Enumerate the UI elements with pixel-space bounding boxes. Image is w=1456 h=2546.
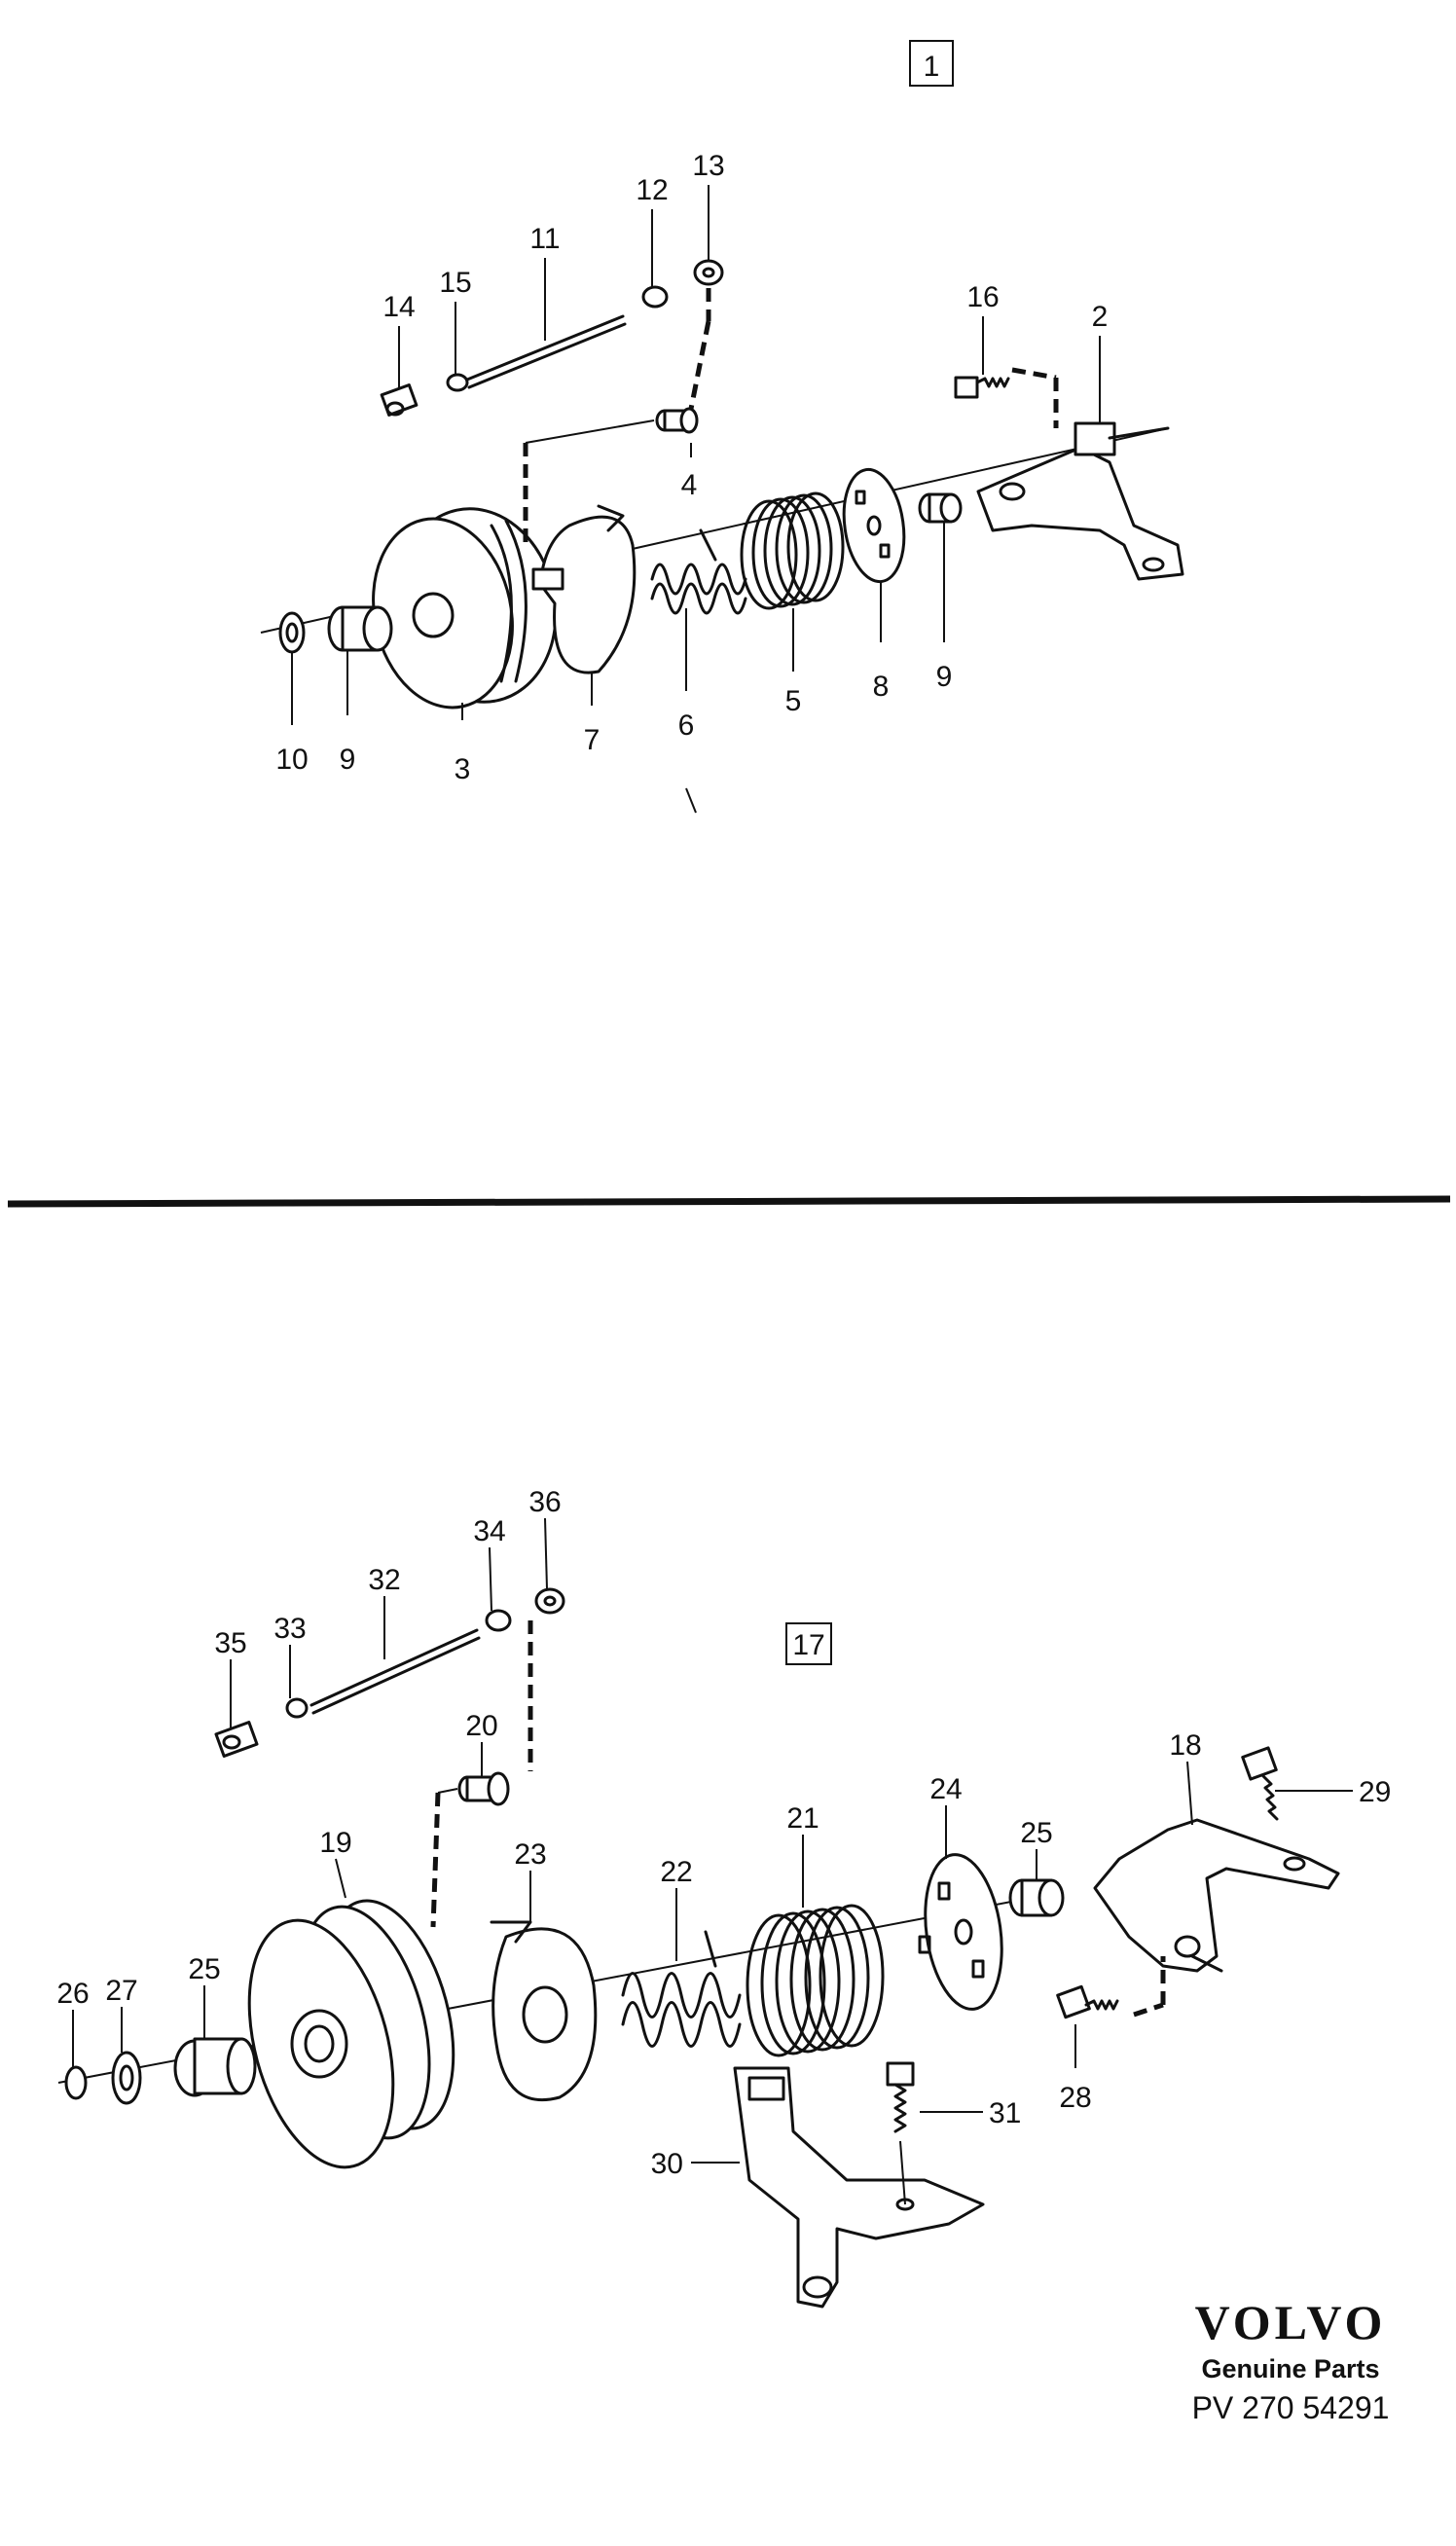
figure-box-label-1: 1	[909, 40, 954, 87]
callout-22: 22	[660, 1856, 692, 1888]
callout-12: 12	[636, 174, 668, 206]
part-25-bushing-right	[1008, 1878, 1065, 1917]
part-31-bolt	[886, 2061, 915, 2205]
part-15-nut	[446, 373, 469, 392]
bottom-figure: 17	[56, 1486, 1391, 2309]
part-2-bracket	[976, 421, 1184, 581]
callout-9-left: 9	[340, 744, 356, 776]
callout-15: 15	[439, 267, 471, 299]
callout-27: 27	[105, 1975, 137, 2007]
volvo-logo: VOLVO	[1194, 2295, 1387, 2349]
part-3-drum	[372, 507, 558, 709]
callout-2: 2	[1092, 301, 1109, 333]
callout-23: 23	[514, 1838, 546, 1871]
callout-25-left: 25	[188, 1953, 220, 1985]
callout-32: 32	[368, 1564, 400, 1596]
callouts-top: 2 3 4 5 6 7 8 9 9 10 11 12 13	[275, 150, 1108, 785]
callout-8: 8	[873, 671, 890, 703]
part-24-disc	[918, 1853, 1003, 2011]
callout-20: 20	[465, 1710, 497, 1742]
callout-30: 30	[651, 2148, 683, 2180]
part-14-rod-end	[380, 383, 419, 417]
brand-tagline: Genuine Parts	[1201, 2353, 1380, 2383]
callout-21: 21	[786, 1802, 819, 1835]
callout-3: 3	[455, 753, 471, 785]
svg-text:1: 1	[924, 51, 940, 83]
part-13-clevis	[693, 259, 724, 286]
callout-19: 19	[319, 1827, 351, 1859]
part-11-threaded-rod	[465, 314, 627, 389]
callout-5: 5	[785, 685, 802, 717]
part-29-screw	[1241, 1746, 1279, 1821]
part-25-bushing-left	[173, 2037, 257, 2097]
callout-28: 28	[1059, 2082, 1091, 2114]
callout-26: 26	[56, 1978, 89, 2010]
svg-text:17: 17	[792, 1629, 824, 1661]
part-9-bushing-left	[327, 605, 393, 652]
part-number-code: PV 270 54291	[1191, 2389, 1390, 2425]
part-6-spring-small	[650, 528, 747, 615]
part-9-bushing-right	[918, 492, 963, 524]
part-4-pin	[655, 407, 699, 434]
callout-13: 13	[692, 150, 724, 182]
part-33-nut	[285, 1697, 309, 1719]
callout-33: 33	[273, 1613, 306, 1645]
part-8-disc	[842, 467, 906, 584]
callout-36: 36	[528, 1486, 561, 1518]
callout-14: 14	[382, 291, 415, 323]
part-36-clevis	[534, 1587, 565, 1615]
part-16-screw	[954, 376, 1010, 399]
callout-35: 35	[214, 1627, 246, 1659]
figure-box-label-17: 17	[785, 1622, 832, 1665]
part-23-plate	[490, 1920, 598, 2102]
callout-10: 10	[275, 744, 308, 776]
part-27-washer	[111, 2051, 142, 2105]
part-19-drum	[247, 1899, 455, 2169]
brand-block: VOLVO Genuine Parts PV 270 54291	[1164, 2297, 1417, 2426]
callout-7: 7	[584, 724, 601, 756]
part-21-spring-large	[746, 1904, 885, 2057]
part-26-circlip	[64, 2065, 88, 2100]
part-20-pin	[457, 1771, 510, 1806]
callout-16: 16	[966, 281, 999, 313]
callout-11: 11	[529, 223, 560, 255]
callout-34: 34	[473, 1515, 505, 1547]
part-34-nut	[485, 1609, 512, 1632]
top-figure: 1	[260, 40, 1184, 814]
part-7-plate	[531, 504, 637, 674]
part-12-nut	[641, 285, 669, 309]
part-22-spring-small	[621, 1930, 742, 2048]
callout-31: 31	[989, 2097, 1021, 2129]
callout-25-right: 25	[1020, 1817, 1052, 1849]
callout-6: 6	[678, 709, 695, 742]
callout-24: 24	[929, 1773, 962, 1805]
callout-18: 18	[1169, 1729, 1201, 1762]
callout-4: 4	[681, 469, 698, 501]
part-10-washer	[278, 611, 306, 654]
part-35-rod-end	[214, 1721, 259, 1758]
callout-9-right: 9	[936, 661, 953, 693]
part-28-screw	[1056, 1984, 1119, 2019]
part-30-bracket	[733, 2066, 985, 2309]
part-18-bracket	[1093, 1818, 1340, 1973]
part-32-threaded-rod	[309, 1628, 481, 1715]
section-divider	[7, 1195, 1451, 1208]
callout-29: 29	[1359, 1776, 1391, 1808]
part-5-spring-large	[740, 491, 845, 610]
callouts-bottom: 18 19 20 21 22 23 24 25 25 26 27 28	[56, 1486, 1391, 2180]
